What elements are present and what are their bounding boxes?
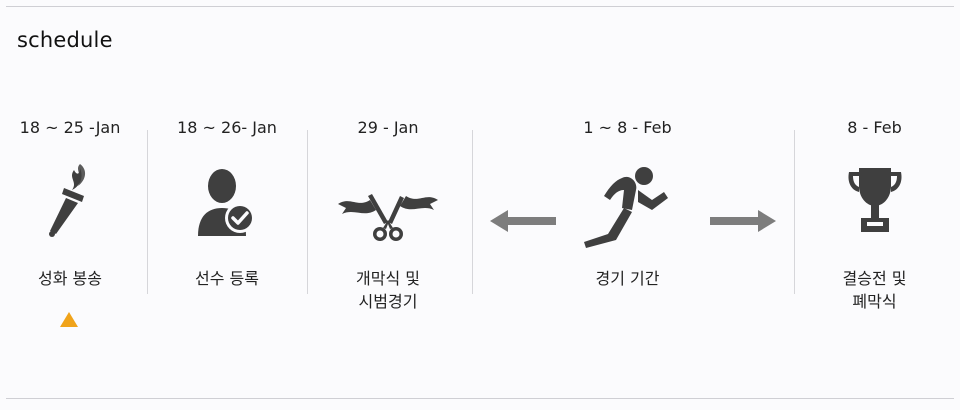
step-label: 선수 등록: [195, 269, 259, 288]
active-step-marker: [60, 312, 78, 327]
athlete-registration-icon: [192, 160, 262, 244]
step-date: 18 ~ 25 -Jan: [19, 118, 121, 137]
step-divider: [307, 130, 308, 294]
right-arrow-icon: [710, 210, 776, 236]
top-divider: [6, 6, 954, 7]
step-date: 18 ~ 26- Jan: [177, 118, 277, 137]
step-label: 개막식 및 시범경기: [356, 269, 420, 311]
ribbon-cutting-icon: [336, 160, 440, 254]
runner-icon: [582, 160, 674, 256]
step-date: 29 - Jan: [357, 118, 419, 137]
step-divider: [147, 130, 148, 294]
left-arrow-icon: [490, 210, 556, 236]
step-divider: [472, 130, 473, 294]
step-label: 경기 기간: [595, 269, 660, 288]
step-label: 결승전 및 폐막식: [842, 269, 907, 311]
torch-icon: [40, 160, 100, 244]
bottom-divider: [6, 398, 954, 399]
step-divider: [794, 130, 795, 294]
section-title: schedule: [17, 28, 113, 52]
step-label: 성화 봉송: [38, 269, 102, 288]
step-date: 8 - Feb: [847, 118, 902, 137]
step-date: 1 ~ 8 - Feb: [583, 118, 672, 137]
trophy-icon: [843, 160, 907, 244]
